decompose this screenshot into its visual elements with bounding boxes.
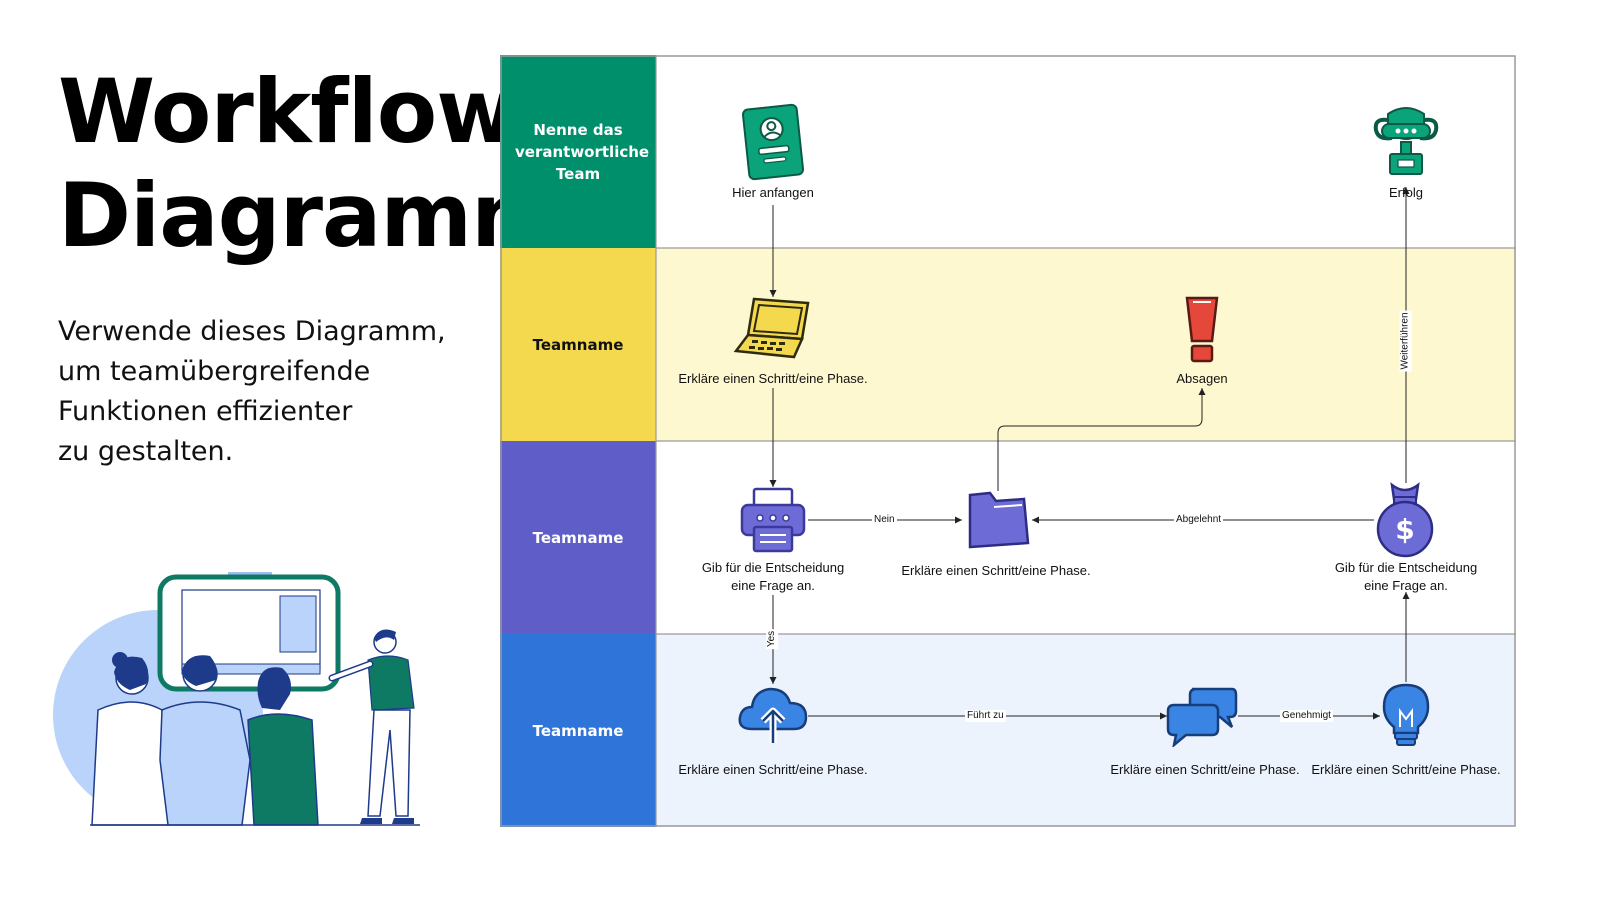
node-folder-label: Erkläre einen Schritt/eine Phase.: [901, 563, 1091, 578]
lane-2-header: Teamname: [500, 248, 656, 441]
node-laptop-label: Erkläre einen Schritt/eine Phase.: [678, 371, 868, 386]
team-presentation-illustration: [53, 572, 420, 826]
workflow-diagram: Nenne das verantwortliche Team Teamname …: [500, 55, 1516, 827]
title-line-1: Workflow-: [58, 60, 553, 163]
trophy-icon: [1373, 107, 1439, 175]
title-line-2: Diagramm: [58, 164, 563, 267]
node-success-label: Erfolg: [1389, 185, 1423, 200]
node-cancel-label: Absagen: [1176, 371, 1228, 386]
lane-2-label: Teamname: [532, 335, 624, 354]
light-bulb-icon: [1382, 683, 1430, 746]
node-moneybag-label-line-2: eine Frage an.: [1364, 578, 1448, 593]
lane-3-background: [656, 441, 1516, 634]
node-printer-label: Gib für die Entscheidung eine Frage an.: [683, 559, 863, 595]
page-title: Workflow- Diagramm: [58, 60, 563, 268]
id-card-icon: [741, 103, 805, 181]
cloud-upload-icon: [738, 687, 808, 743]
money-bag-icon: $: [1376, 482, 1434, 558]
node-moneybag-label-line-1: Gib für die Entscheidung: [1334, 560, 1478, 575]
lane-4-header: Teamname: [500, 634, 656, 827]
page-subtitle: Verwende dieses Diagramm, um teamübergre…: [58, 312, 446, 472]
printer-icon: [740, 487, 806, 553]
subtitle-line-2: um teamübergreifende: [58, 356, 371, 387]
edge-folder-cancel: [997, 388, 1206, 491]
node-moneybag-label: Gib für die Entscheidung eine Frage an.: [1316, 559, 1496, 595]
edge-label-yes: Yes: [766, 628, 779, 650]
edge-label-fuehrt-zu: Führt zu: [965, 710, 1006, 722]
node-bulb-label: Erkläre einen Schritt/eine Phase.: [1311, 762, 1501, 777]
subtitle-line-1: Verwende dieses Diagramm,: [58, 316, 446, 347]
lane-4-label: Teamname: [532, 721, 624, 740]
subtitle-line-3: Funktionen effizienter: [58, 396, 353, 427]
diagram-connectors: [500, 55, 1516, 827]
lane-1-header: Nenne das verantwortliche Team: [500, 55, 656, 248]
node-cloud-label: Erkläre einen Schritt/eine Phase.: [678, 762, 868, 777]
node-start-label: Hier anfangen: [732, 185, 814, 200]
node-printer-label-line-1: Gib für die Entscheidung: [701, 560, 845, 575]
lane-3-header: Teamname: [500, 441, 656, 634]
chat-bubbles-icon: [1166, 687, 1238, 747]
folder-icon: [968, 491, 1030, 549]
edge-label-nein: Nein: [872, 514, 897, 526]
lane-3-label: Teamname: [532, 528, 624, 547]
edge-label-genehmigt: Genehmigt: [1280, 710, 1333, 722]
node-chat-label: Erkläre einen Schritt/eine Phase.: [1110, 762, 1300, 777]
node-printer-label-line-2: eine Frage an.: [731, 578, 815, 593]
subtitle-line-4: zu gestalten.: [58, 436, 234, 467]
lane-4-background: [656, 634, 1516, 827]
edge-label-abgelehnt: Abgelehnt: [1174, 514, 1224, 526]
svg-text:$: $: [1395, 513, 1414, 546]
lane-1-label: Nenne das verantwortliche Team: [515, 120, 650, 183]
edge-label-weiterfuehren: Weiterführen: [1399, 310, 1412, 372]
exclamation-icon: [1185, 296, 1219, 363]
laptop-icon: [733, 297, 810, 359]
